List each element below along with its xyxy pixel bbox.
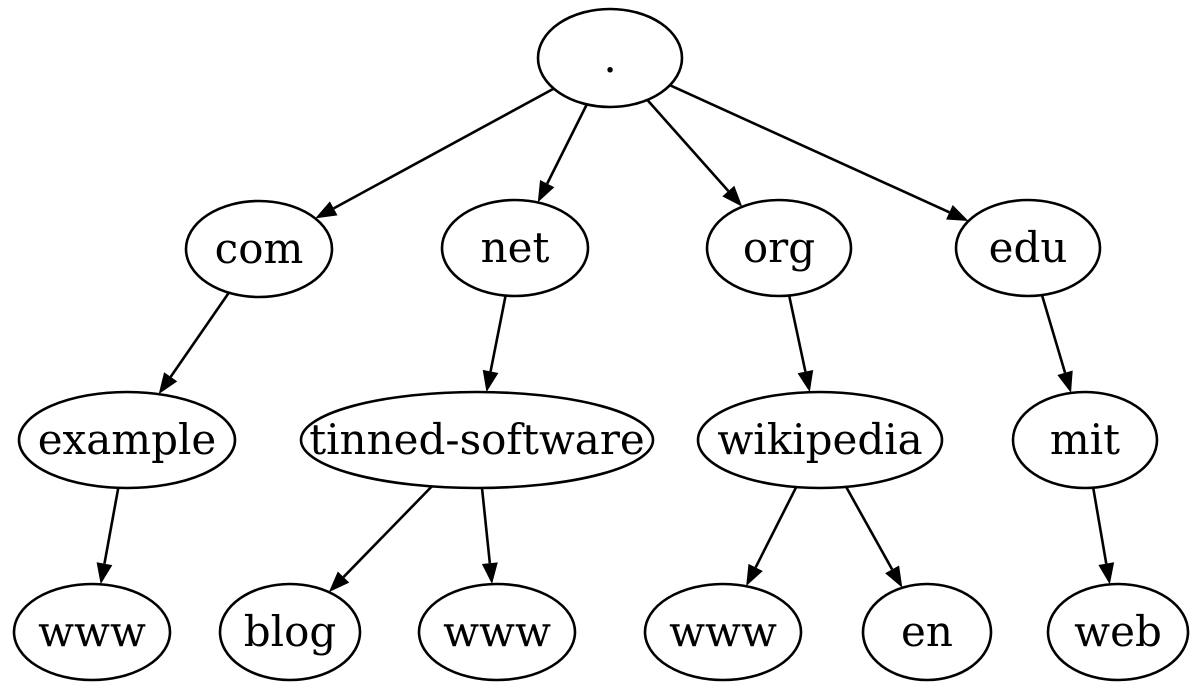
node-label-example: example	[38, 415, 217, 464]
arrowhead-mit-to-web-icon	[1098, 562, 1115, 585]
node-ellipse-tinned-software	[299, 390, 655, 490]
node-label-mit: mit	[1050, 415, 1120, 464]
node-ellipse-example	[17, 390, 237, 490]
arrowhead-wikipedia-to-www-wikipedia-icon	[746, 563, 763, 587]
node-wikipedia: wikipedia	[696, 390, 944, 490]
edge-mit-to-web	[1091, 487, 1108, 564]
arrowhead-example-to-www-example-icon	[96, 562, 113, 585]
node-en: en	[861, 582, 993, 682]
node-ellipse-en	[861, 582, 993, 682]
node-label-en: en	[901, 607, 953, 656]
edge-root-to-edu	[669, 84, 950, 214]
node-label-org: org	[743, 223, 815, 272]
arrowhead-com-to-example-icon	[158, 372, 178, 395]
edge-com-to-example	[169, 291, 230, 378]
arrowhead-root-to-edu-icon	[946, 204, 969, 221]
arrowhead-net-to-tinned-software-icon	[482, 369, 499, 393]
edge-root-to-com	[333, 87, 555, 210]
edge-wikipedia-to-en	[844, 486, 894, 571]
arrowhead-root-to-net-icon	[537, 180, 555, 203]
node-example: example	[17, 390, 237, 490]
node-label-www-wikipedia: www	[669, 607, 777, 656]
node-edu: edu	[954, 198, 1102, 298]
edge-tinned-software-to-blog	[342, 485, 433, 578]
node-com: com	[184, 199, 334, 299]
arrowhead-edu-to-mit-icon	[1057, 370, 1073, 393]
arrowhead-tinned-software-to-blog-icon	[328, 571, 350, 593]
node-web: web	[1046, 582, 1190, 682]
node-label-tinned-software: tinned-software	[309, 415, 645, 464]
edge-edu-to-mit	[1040, 294, 1067, 374]
node-ellipse-edu	[954, 198, 1102, 298]
arrowhead-root-to-org-icon	[722, 185, 743, 207]
node-ellipse-mit	[1011, 390, 1159, 490]
node-net: net	[440, 198, 590, 298]
node-www-tinned: www	[417, 582, 577, 682]
node-label-blog: blog	[244, 607, 337, 656]
node-label-wikipedia: wikipedia	[717, 415, 922, 464]
node-www-example: www	[12, 582, 172, 682]
edge-example-to-www-example	[103, 487, 120, 564]
node-label-www-tinned: www	[443, 607, 551, 656]
node-mit: mit	[1011, 390, 1159, 490]
node-ellipse-www-example	[12, 582, 172, 682]
arrowhead-root-to-com-icon	[315, 201, 338, 219]
arrowhead-tinned-software-to-www-tinned-icon	[481, 562, 498, 585]
node-www-wikipedia: www	[643, 582, 803, 682]
node-blog: blog	[218, 582, 362, 682]
edge-tinned-software-to-www-tinned	[480, 487, 492, 564]
node-ellipse-com	[184, 199, 334, 299]
node-root: .	[536, 7, 684, 109]
node-label-www-example: www	[38, 607, 146, 656]
node-org: org	[705, 198, 853, 298]
node-ellipse-root	[536, 7, 684, 109]
node-label-root: .	[603, 33, 616, 82]
edge-org-to-wikipedia	[787, 295, 807, 372]
edge-wikipedia-to-www-wikipedia	[754, 486, 798, 569]
node-label-edu: edu	[989, 223, 1068, 272]
node-ellipse-www-wikipedia	[643, 582, 803, 682]
edge-root-to-org	[646, 99, 730, 192]
node-ellipse-net	[440, 198, 590, 298]
node-ellipse-web	[1046, 582, 1190, 682]
node-label-com: com	[215, 224, 304, 273]
node-ellipse-www-tinned	[417, 582, 577, 682]
node-ellipse-wikipedia	[696, 390, 944, 490]
node-label-web: web	[1074, 607, 1162, 656]
arrowhead-org-to-wikipedia-icon	[797, 369, 814, 393]
node-tinned-software: tinned-software	[299, 390, 655, 490]
edge-net-to-tinned-software	[489, 295, 507, 372]
edge-root-to-net	[546, 103, 588, 185]
node-label-net: net	[481, 223, 550, 272]
node-ellipse-org	[705, 198, 853, 298]
node-ellipse-blog	[218, 582, 362, 682]
arrowhead-wikipedia-to-en-icon	[885, 565, 903, 588]
